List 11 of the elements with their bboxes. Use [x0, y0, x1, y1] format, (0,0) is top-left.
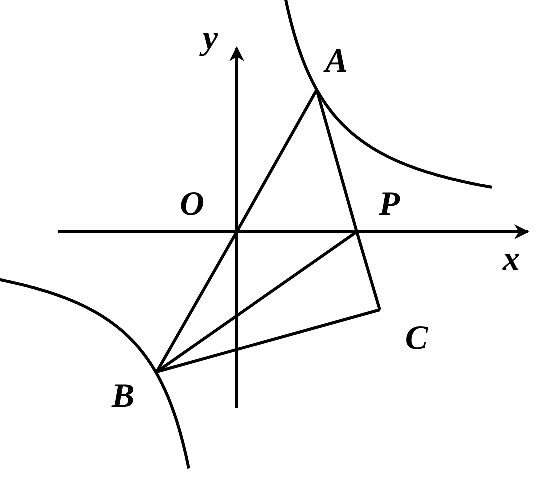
point-label: A: [325, 45, 348, 79]
line-segment: [236, 89, 318, 233]
axis-label: x: [503, 243, 520, 277]
line-segment: [156, 231, 238, 373]
point-label: C: [405, 322, 428, 356]
line-segment: [156, 308, 380, 374]
point-label: O: [180, 188, 205, 222]
point-label: B: [112, 380, 135, 414]
line-segment: [356, 232, 382, 310]
line-segment: [316, 90, 358, 232]
point-label: P: [379, 188, 400, 222]
